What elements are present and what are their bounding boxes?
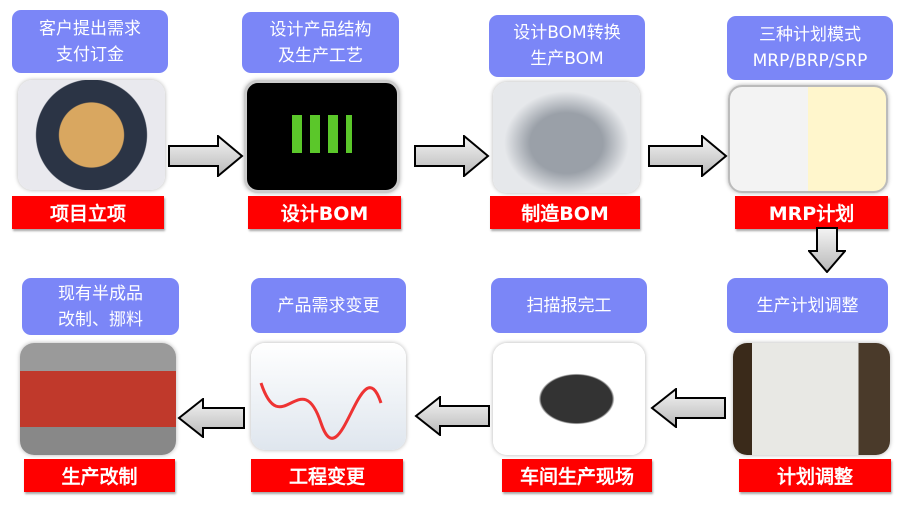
down-arrow-icon <box>808 227 846 273</box>
left-arrow-icon <box>177 398 245 438</box>
step-4-label: MRP计划 <box>735 196 888 229</box>
desc-line: 客户提出需求 <box>39 18 141 39</box>
right-arrow-icon <box>414 135 490 177</box>
step-3-description: 设计BOM转换生产BOM <box>489 15 645 77</box>
desc-line: 生产BOM <box>530 49 604 69</box>
step-8-label: 生产改制 <box>24 459 175 492</box>
desc-line: 三种计划模式 <box>759 25 861 45</box>
desc-line: MRP/BRP/SRP <box>752 51 868 71</box>
desc-line: 设计产品结构 <box>269 19 372 40</box>
step-7-label: 工程变更 <box>251 459 403 492</box>
meeting-photo <box>18 80 165 190</box>
desc-line: 改制、挪料 <box>58 309 143 330</box>
desc-line: 生产计划调整 <box>756 295 859 316</box>
step-5-label: 计划调整 <box>739 459 891 492</box>
step-3-label: 制造BOM <box>490 196 640 229</box>
step-1-description: 客户提出需求支付订金 <box>12 10 168 73</box>
step-8-description: 现有半成品改制、挪料 <box>22 278 179 335</box>
step-6-description: 扫描报完工 <box>491 278 647 333</box>
desc-line: 支付订金 <box>56 44 124 65</box>
step-2-description: 设计产品结构及生产工艺 <box>242 12 399 73</box>
right-arrow-icon <box>168 135 244 177</box>
desc-line: 现有半成品 <box>58 283 143 304</box>
step-6-label: 车间生产现场 <box>502 459 652 492</box>
barcode-scanner <box>493 343 645 455</box>
desc-line: 扫描报完工 <box>526 295 612 316</box>
laser-cutting-machine <box>20 343 176 455</box>
desc-line: 及生产工艺 <box>278 45 363 66</box>
right-arrow-icon <box>648 135 728 177</box>
demand-chart-presenter <box>251 343 406 450</box>
desc-line: 产品需求变更 <box>277 295 380 316</box>
left-arrow-icon <box>650 388 726 428</box>
cad-drawing <box>244 80 400 193</box>
whiteboard-planning <box>733 343 890 455</box>
step-7-description: 产品需求变更 <box>251 278 406 333</box>
left-arrow-icon <box>414 396 490 436</box>
3d-machine-model <box>493 82 640 193</box>
step-5-description: 生产计划调整 <box>727 278 888 333</box>
desc-line: 设计BOM转换 <box>513 23 621 43</box>
step-2-label: 设计BOM <box>248 196 401 229</box>
software-screenshot <box>728 85 888 193</box>
step-4-description: 三种计划模式 MRP/BRP/SRP <box>727 16 893 80</box>
step-1-label: 项目立项 <box>12 196 164 229</box>
